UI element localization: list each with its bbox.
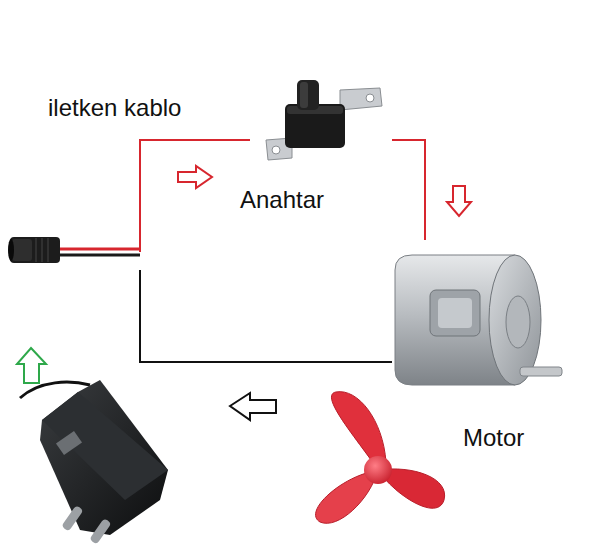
red-wire — [392, 140, 425, 240]
current-arrow — [230, 393, 276, 420]
red-wire — [140, 140, 250, 252]
current-arrow — [178, 166, 212, 188]
dc-jack-cable — [8, 237, 140, 263]
black-wire — [140, 270, 392, 362]
part-label: iletken kablo — [48, 94, 181, 122]
part-label: Motor — [463, 424, 524, 452]
switch-picture — [266, 80, 382, 160]
power-arrow — [17, 348, 46, 383]
current-arrow — [447, 186, 471, 216]
part-label: Anahtar — [240, 186, 324, 214]
propeller-picture — [316, 392, 445, 524]
dc-motor-picture — [395, 255, 562, 385]
power-adapter-picture — [20, 380, 168, 545]
